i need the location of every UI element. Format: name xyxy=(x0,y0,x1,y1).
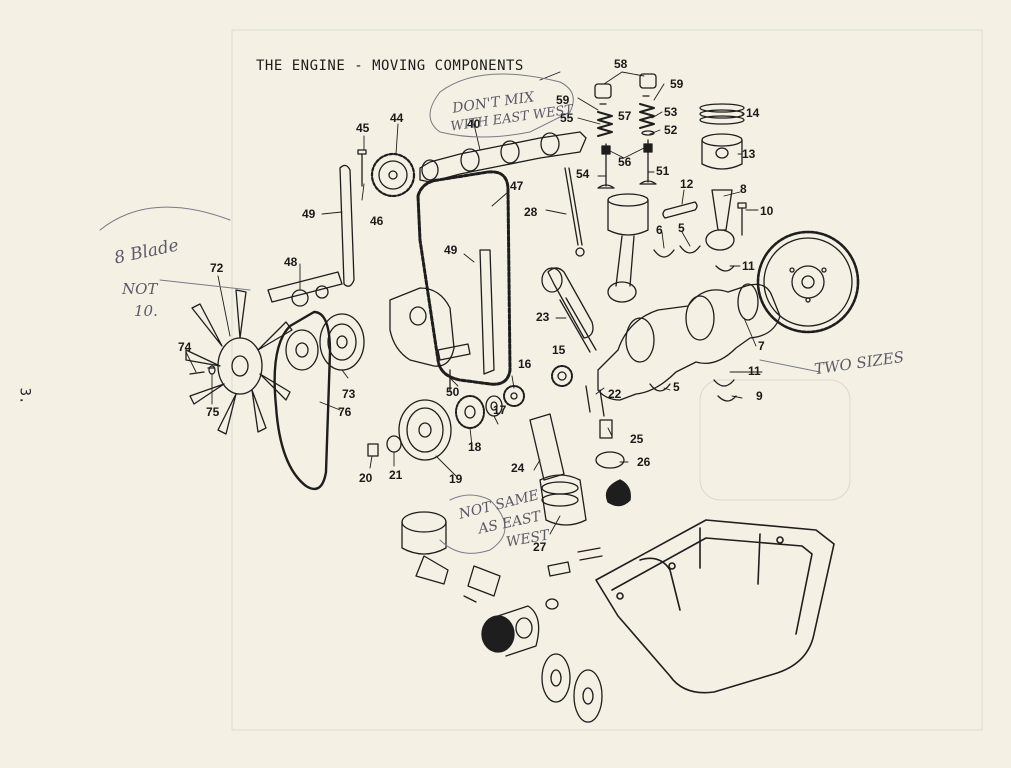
part-number-label: 9 xyxy=(756,389,763,403)
filter-gaskets xyxy=(541,653,603,723)
small-fittings xyxy=(545,547,603,610)
part-number-label: 54 xyxy=(576,167,590,181)
part-number-label: 21 xyxy=(389,468,403,482)
part-number-label: 10 xyxy=(760,204,774,218)
part-number-label: 40 xyxy=(467,117,481,131)
part-number-label: 47 xyxy=(510,179,524,193)
part-number-label: 17 xyxy=(493,403,507,417)
pencil-marks xyxy=(99,73,821,554)
part-number-label: 15 xyxy=(552,343,566,357)
leader-lines xyxy=(185,71,763,535)
bolts-22-25 xyxy=(585,385,613,439)
bolt-washer-20-21 xyxy=(367,435,402,457)
fan-belt-76 xyxy=(273,310,332,491)
oil-pump-drive-50 xyxy=(437,343,471,391)
part-number-label: 22 xyxy=(608,387,622,401)
part-number-label: 59 xyxy=(670,77,684,91)
gear-26 xyxy=(595,451,631,507)
ghost-bleed-through xyxy=(231,29,983,731)
jackshaft-23 xyxy=(541,267,597,353)
part-number-label: 44 xyxy=(390,111,404,125)
page-number: 3. xyxy=(16,387,33,405)
part-number-label: 48 xyxy=(284,255,298,269)
filter-housing xyxy=(401,511,501,603)
piston-rings xyxy=(699,103,745,125)
part-number-label: 23 xyxy=(536,310,550,324)
bearing-shells xyxy=(649,245,737,402)
part-number-label: 5 xyxy=(678,221,685,235)
part-number-label: 59 xyxy=(556,93,570,107)
part-number-label: 52 xyxy=(664,123,678,137)
part-number-label: 50 xyxy=(446,385,460,399)
part-number-label: 27 xyxy=(533,540,547,554)
part-number-label: 74 xyxy=(178,340,192,354)
part-number-label: 11 xyxy=(748,364,761,378)
sprocket-18 xyxy=(455,395,485,429)
part-number-label: 13 xyxy=(742,147,756,161)
part-number-label: 49 xyxy=(444,243,458,257)
part-number-label: 49 xyxy=(302,207,316,221)
part-number-label: 5 xyxy=(673,380,680,394)
oil-pump-24 xyxy=(529,413,587,526)
part-number-label: 20 xyxy=(359,471,373,485)
part-number-label: 12 xyxy=(680,177,694,191)
part-number-label: 18 xyxy=(468,440,482,454)
part-number-label: 76 xyxy=(338,405,352,419)
front-plate xyxy=(389,287,455,367)
part-number-label: 8 xyxy=(740,182,747,196)
handwritten-note: 10. xyxy=(134,302,158,320)
part-number-label: 24 xyxy=(511,461,525,475)
part-number-label: 25 xyxy=(630,432,644,446)
distributor-drive-28 xyxy=(564,167,585,257)
part-number-label: 72 xyxy=(210,261,224,275)
part-number-label: 7 xyxy=(758,339,765,353)
part-number-label: 53 xyxy=(664,105,678,119)
connecting-rod-8 xyxy=(705,189,747,251)
part-number-label: 14 xyxy=(746,106,760,120)
oil-filter xyxy=(481,605,540,657)
part-number-label: 55 xyxy=(560,111,574,125)
small-sprocket-16 xyxy=(503,385,525,407)
part-number-label: 45 xyxy=(356,121,370,135)
connecting-rod-piston xyxy=(607,193,649,303)
water-pump-48 xyxy=(267,271,343,307)
gear-15 xyxy=(551,365,573,387)
crankshaft xyxy=(597,283,781,401)
valve-springs-caps xyxy=(594,73,657,137)
part-number-label: 28 xyxy=(524,205,538,219)
part-number-label: 6 xyxy=(656,223,663,237)
part-number-label: 19 xyxy=(449,472,463,486)
cam-sprocket-44 xyxy=(370,152,416,198)
valves xyxy=(597,139,657,189)
gudgeon-pin-12 xyxy=(662,201,698,219)
part-number-label: 73 xyxy=(342,387,356,401)
part-number-label: 56 xyxy=(618,155,632,169)
crank-pulley-19 xyxy=(398,399,452,461)
handwritten-note: NOT xyxy=(122,280,158,298)
part-number-label: 46 xyxy=(370,214,384,228)
part-number-label: 51 xyxy=(656,164,670,178)
part-number-label: 16 xyxy=(518,357,532,371)
piston-13 xyxy=(701,133,743,170)
bolt-45 xyxy=(357,149,367,187)
flywheel-7 xyxy=(756,230,860,334)
part-number-label: 75 xyxy=(206,405,220,419)
part-number-label: 26 xyxy=(637,455,651,469)
oil-sump xyxy=(595,519,835,694)
timing-chain-47 xyxy=(416,170,512,386)
chain-tensioner-49 xyxy=(339,164,495,375)
part-number-label: 11 xyxy=(742,259,755,273)
part-number-label: 58 xyxy=(614,57,628,71)
part-number-label: 57 xyxy=(618,109,632,123)
page-title: THE ENGINE - MOVING COMPONENTS xyxy=(256,58,524,74)
